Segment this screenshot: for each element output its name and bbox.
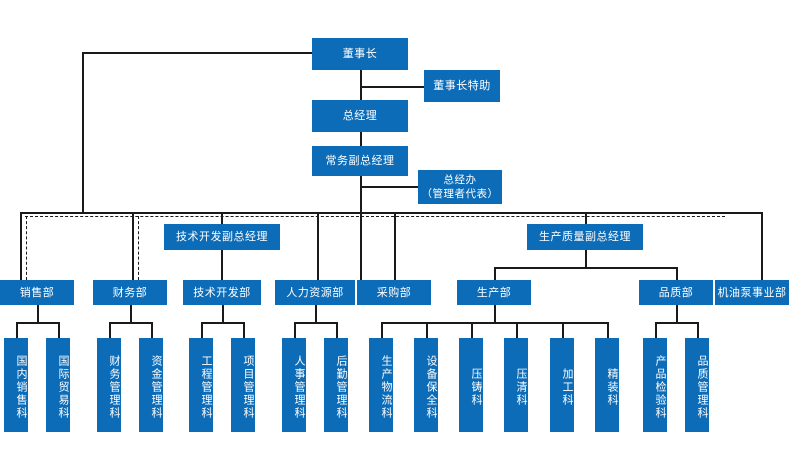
connector-tech-to-t1 [201, 322, 203, 338]
connector-tech-bus [201, 322, 243, 324]
connector-vpprod-down [585, 250, 587, 268]
node-gm-office-line2: （管理者代表） [421, 188, 499, 200]
node-chairman[interactable]: 董事长 [312, 38, 408, 70]
connector-chairman-down [360, 70, 362, 101]
connector-hr-down [315, 305, 317, 323]
connector-bus-to-hr [317, 212, 319, 280]
connector-bus-to-vptech [221, 212, 223, 224]
connector-chairman-to-assistant [360, 86, 424, 88]
connector-production-bus [381, 322, 607, 324]
node-vp-production-quality[interactable]: 生产质量副总经理 [527, 224, 643, 250]
node-section-press-cleaning[interactable]: 压清科 [504, 338, 528, 432]
connector-quality-to-q1 [655, 322, 657, 338]
connector-finance-bus [109, 322, 151, 324]
connector-vpprod-to-quality [676, 267, 678, 280]
connector-quality-to-q2 [697, 322, 699, 338]
node-section-fine-assembly[interactable]: 精装科 [595, 338, 619, 432]
connector-sales-to-s2 [58, 322, 60, 338]
dashed-reporting-to-sales [26, 216, 27, 280]
node-section-engineering-management[interactable]: 工程管理科 [189, 338, 213, 432]
connector-production-to-p4 [516, 322, 518, 338]
connector-main-bus [20, 212, 762, 214]
connector-sales-bus [16, 322, 58, 324]
connector-sales-down [37, 305, 39, 323]
connector-chairman-left-top [82, 52, 320, 54]
node-gm-office-line1: 总经办 [443, 173, 477, 186]
connector-execvp-down [360, 176, 362, 280]
node-dept-oil-pump-division[interactable]: 机油泵事业部 [715, 280, 789, 305]
connector-bus-to-vpprod [585, 212, 587, 224]
node-section-die-casting[interactable]: 压铸科 [459, 338, 483, 432]
node-dept-sales[interactable]: 销售部 [0, 280, 74, 305]
connector-vpprod-to-production [494, 267, 496, 280]
connector-finance-down [130, 305, 132, 323]
node-dept-human-resources[interactable]: 人力资源部 [275, 280, 355, 305]
node-section-project-management[interactable]: 项目管理科 [231, 338, 255, 432]
node-section-equipment-maintenance[interactable]: 设备保全科 [414, 338, 438, 432]
node-dept-production[interactable]: 生产部 [457, 280, 531, 305]
connector-finance-to-f1 [109, 322, 111, 338]
node-section-financial-management[interactable]: 财务管理科 [97, 338, 121, 432]
node-section-international-trade[interactable]: 国际贸易科 [46, 338, 70, 432]
node-section-product-inspection[interactable]: 产品检验科 [643, 338, 667, 432]
connector-finance-to-f2 [151, 322, 153, 338]
node-dept-quality[interactable]: 品质部 [639, 280, 713, 305]
node-vp-tech-development[interactable]: 技术开发副总经理 [164, 224, 280, 250]
connector-bus-to-sales [20, 212, 22, 280]
dashed-reporting-to-finance [138, 216, 139, 280]
connector-production-down [494, 305, 496, 323]
node-section-personnel-management[interactable]: 人事管理科 [282, 338, 306, 432]
node-section-fund-management[interactable]: 资金管理科 [139, 338, 163, 432]
connector-bus-to-purchase [394, 212, 396, 280]
connector-execvp-to-gmoffice [360, 186, 418, 188]
connector-production-to-p3 [471, 322, 473, 338]
node-section-domestic-sales[interactable]: 国内销售科 [4, 338, 28, 432]
node-section-logistics-management[interactable]: 后勤管理科 [324, 338, 348, 432]
node-chairman-assistant[interactable]: 董事长特助 [424, 70, 500, 102]
node-dept-finance[interactable]: 财务部 [93, 280, 167, 305]
connector-production-to-p2 [426, 322, 428, 338]
connector-hr-to-h1 [294, 322, 296, 338]
node-executive-vice-gm[interactable]: 常务副总经理 [312, 146, 408, 176]
connector-gm-to-execvp [360, 132, 362, 146]
connector-quality-bus [655, 322, 697, 324]
node-general-manager[interactable]: 总经理 [312, 100, 408, 132]
connector-hr-bus [294, 322, 336, 324]
connector-hr-to-h2 [336, 322, 338, 338]
connector-production-to-p1 [381, 322, 383, 338]
connector-tech-down [222, 305, 224, 323]
connector-production-to-p6 [607, 322, 609, 338]
connector-tech-to-t2 [243, 322, 245, 338]
connector-vptech-to-techdept [221, 250, 223, 280]
node-dept-tech-development[interactable]: 技术开发部 [183, 280, 261, 305]
connector-bus-to-finance [132, 212, 134, 280]
node-gm-office[interactable]: 总经办 （管理者代表） [418, 170, 502, 204]
connector-quality-down [676, 305, 678, 323]
node-section-quality-management[interactable]: 品质管理科 [685, 338, 709, 432]
dashed-reporting-bus [25, 216, 725, 217]
node-section-machining[interactable]: 加工科 [550, 338, 574, 432]
node-section-production-logistics[interactable]: 生产物流科 [369, 338, 393, 432]
node-dept-purchasing[interactable]: 采购部 [357, 280, 431, 305]
connector-vpprod-bus [494, 267, 676, 269]
connector-bus-to-oilpump [761, 212, 763, 280]
connector-sales-to-s1 [16, 322, 18, 338]
connector-chairman-left-spine [82, 52, 84, 212]
connector-production-to-p5 [562, 322, 564, 338]
